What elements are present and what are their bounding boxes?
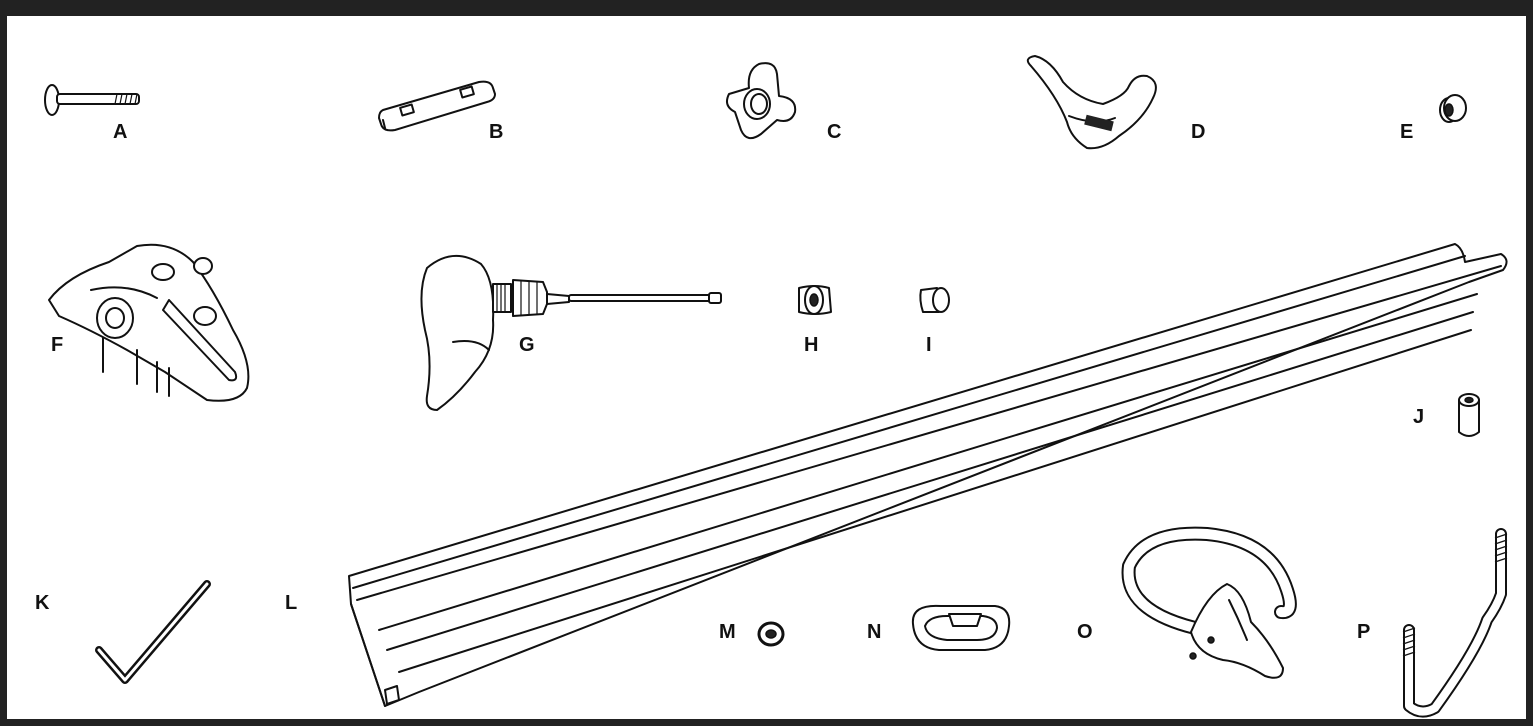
part-label-i: I [926,335,932,355]
part-i-clip-icon [920,288,949,312]
part-b-plate-icon [379,82,495,131]
part-m-washer-icon [759,623,783,645]
part-label-p: P [1357,622,1370,642]
part-label-n: N [867,622,881,642]
part-label-g: G [519,335,535,355]
parts-artwork [7,0,1526,719]
part-d-cradle-icon [1028,56,1156,148]
part-label-a: A [113,122,127,142]
part-label-d: D [1191,122,1205,142]
part-n-buckle-icon [913,606,1009,650]
part-label-b: B [489,122,503,142]
part-label-j: J [1413,407,1424,427]
part-h-bushing-icon [799,286,831,314]
part-j-spacer-icon [1459,394,1479,436]
part-c-knob-icon [727,63,795,138]
part-label-m: M [719,622,736,642]
part-k-hexkey-icon [99,584,207,680]
part-label-k: K [35,593,49,613]
part-g-knob-rod-icon [421,256,721,410]
part-f-base-icon [49,245,248,401]
part-label-e: E [1400,122,1413,142]
part-a-bolt-icon [45,85,139,115]
part-e-cap-icon [1440,95,1466,122]
part-p-ubolt-icon [1403,534,1507,712]
part-label-f: F [51,335,63,355]
part-label-o: O [1077,622,1093,642]
part-label-h: H [804,335,818,355]
part-label-l: L [285,593,297,613]
part-o-strap-icon [1129,534,1290,678]
part-label-c: C [827,122,841,142]
